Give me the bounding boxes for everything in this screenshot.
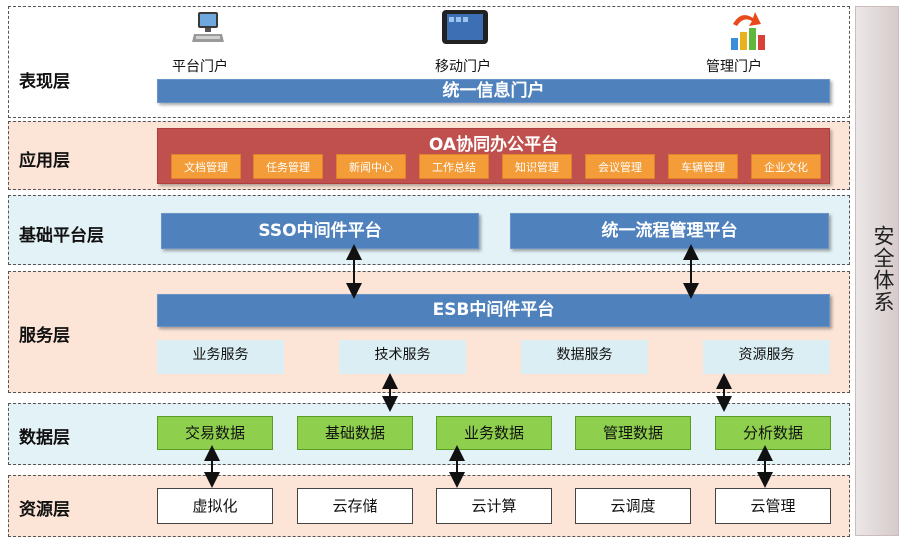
resource-layer-label: 资源层 [19, 500, 70, 520]
data-item: 业务数据 [436, 416, 552, 450]
resource-item: 云存储 [297, 488, 413, 524]
oa-item: 企业文化 [751, 154, 821, 179]
oa-item: 新闻中心 [336, 154, 406, 179]
oa-item: 任务管理 [253, 154, 323, 179]
data-layer: 数据层 [8, 403, 850, 465]
security-system-column: 安全体系 [855, 6, 899, 536]
presentation-layer-label: 表现层 [19, 72, 70, 92]
application-layer-label: 应用层 [19, 151, 70, 171]
platform-layer-label: 基础平台层 [19, 226, 104, 246]
oa-platform-box: OA协同办公平台 文档管理 任务管理 新闻中心 工作总结 知识管理 会议管理 车… [157, 128, 830, 184]
sso-platform-bar: SSO中间件平台 [161, 213, 479, 249]
platform-portal-label: 平台门户 [172, 59, 228, 75]
esb-platform-bar: ESB中间件平台 [157, 294, 830, 327]
tablet-icon [441, 8, 489, 50]
security-system-label: 安全体系 [871, 225, 895, 313]
management-chart-icon [727, 8, 767, 56]
data-layer-label: 数据层 [19, 428, 70, 448]
service-item: 数据服务 [521, 340, 648, 374]
unified-info-portal-bar: 统一信息门户 [157, 79, 830, 103]
data-item: 管理数据 [575, 416, 691, 450]
oa-item: 车辆管理 [668, 154, 738, 179]
management-portal-label: 管理门户 [706, 59, 762, 75]
oa-item: 会议管理 [585, 154, 655, 179]
mobile-portal-label: 移动门户 [435, 59, 491, 75]
oa-item: 知识管理 [502, 154, 572, 179]
service-item: 资源服务 [703, 340, 830, 374]
data-item: 基础数据 [297, 416, 413, 450]
desktop-computer-icon [190, 10, 226, 52]
oa-item: 工作总结 [419, 154, 489, 179]
oa-platform-title: OA协同办公平台 [428, 135, 559, 155]
oa-item: 文档管理 [171, 154, 241, 179]
service-item: 业务服务 [157, 340, 284, 374]
resource-item: 云管理 [715, 488, 831, 524]
resource-layer: 资源层 [8, 475, 850, 537]
data-item: 分析数据 [715, 416, 831, 450]
service-layer: 服务层 [8, 271, 850, 393]
workflow-platform-bar: 统一流程管理平台 [510, 213, 829, 249]
resource-item: 虚拟化 [157, 488, 273, 524]
data-item: 交易数据 [157, 416, 273, 450]
service-item: 技术服务 [339, 340, 466, 374]
service-layer-label: 服务层 [19, 326, 70, 346]
resource-item: 云计算 [436, 488, 552, 524]
resource-item: 云调度 [575, 488, 691, 524]
